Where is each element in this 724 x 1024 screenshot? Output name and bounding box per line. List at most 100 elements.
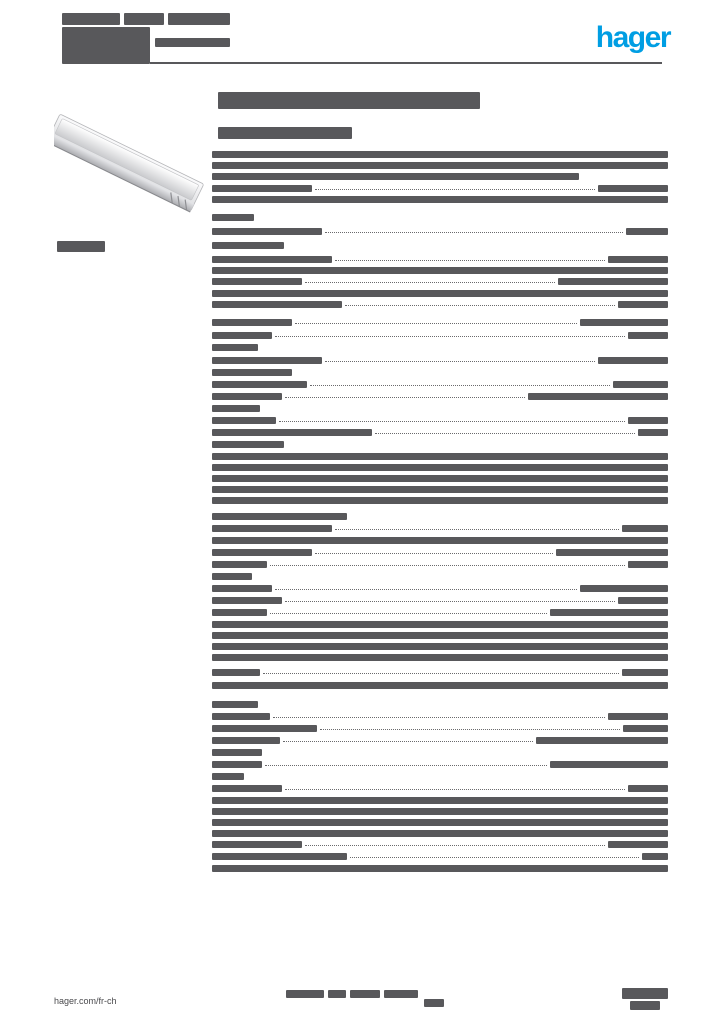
spec-value-redacted — [598, 357, 668, 364]
product-title-redacted — [218, 92, 480, 109]
spec-row — [212, 642, 668, 650]
spec-row — [212, 818, 668, 826]
spec-value-redacted — [628, 561, 668, 568]
dot-leader — [305, 844, 605, 846]
spec-row — [212, 796, 668, 804]
spec-label-redacted — [212, 830, 668, 837]
spec-row — [212, 560, 668, 568]
spec-label-redacted — [212, 344, 258, 351]
dot-leader — [335, 528, 619, 530]
website-link[interactable]: hager.com/fr-ch — [54, 996, 117, 1006]
spec-row — [212, 596, 668, 604]
spec-row — [212, 416, 668, 424]
spec-label-redacted — [212, 228, 322, 235]
dot-leader — [295, 322, 577, 324]
spec-row — [212, 772, 668, 780]
spec-row — [212, 368, 668, 376]
doc-heading-redacted — [124, 13, 164, 25]
doc-heading-redacted — [62, 13, 120, 25]
spec-row — [212, 524, 668, 532]
spec-row — [212, 227, 668, 235]
spec-value-redacted — [558, 278, 668, 285]
footer-page-info-redacted — [622, 988, 668, 999]
spec-value-redacted — [628, 417, 668, 424]
spec-value-redacted — [622, 669, 668, 676]
spec-row — [212, 150, 668, 158]
dot-leader — [315, 552, 553, 554]
spec-value-redacted — [622, 525, 668, 532]
spec-value-redacted — [598, 185, 668, 192]
spec-row — [212, 536, 668, 544]
footer-note-redacted — [286, 990, 324, 998]
dot-leader — [315, 188, 595, 190]
spec-row — [212, 852, 668, 860]
spec-label-redacted — [212, 196, 668, 203]
spec-row — [212, 195, 668, 203]
spec-row — [212, 277, 668, 285]
spec-row — [212, 392, 668, 400]
dot-leader — [285, 788, 625, 790]
dot-leader — [275, 335, 625, 337]
spec-label-redacted — [212, 725, 317, 732]
spec-row — [212, 864, 668, 872]
spec-row — [212, 213, 668, 221]
spec-label-redacted — [212, 464, 668, 471]
spec-label-redacted — [212, 278, 302, 285]
spec-row — [212, 241, 668, 249]
spec-row — [212, 584, 668, 592]
spec-label-redacted — [212, 301, 342, 308]
spec-row — [212, 736, 668, 744]
dot-leader — [335, 259, 605, 261]
spec-row — [212, 318, 668, 326]
spec-value-redacted — [528, 393, 668, 400]
spec-label-redacted — [212, 761, 262, 768]
spec-label-redacted — [212, 865, 668, 872]
dot-leader — [345, 304, 615, 306]
spec-label-redacted — [212, 537, 668, 544]
spec-label-redacted — [212, 267, 668, 274]
spec-value-redacted — [536, 737, 668, 744]
spec-label-redacted — [212, 332, 272, 339]
spec-row — [212, 807, 668, 815]
spec-row — [212, 331, 668, 339]
spec-value-redacted — [608, 713, 668, 720]
spec-label-redacted — [212, 808, 668, 815]
spec-row — [212, 428, 668, 436]
website-link-box: hager.com/fr-ch — [54, 988, 168, 1014]
spec-value-redacted — [628, 785, 668, 792]
spec-row — [212, 266, 668, 274]
spec-label-redacted — [212, 549, 312, 556]
spec-label-redacted — [212, 669, 260, 676]
dot-leader — [285, 396, 525, 398]
spec-value-redacted — [550, 609, 668, 616]
spec-label-redacted — [212, 797, 668, 804]
spec-row — [212, 255, 668, 263]
spec-row — [212, 608, 668, 616]
spec-row — [212, 681, 668, 689]
dot-leader — [273, 716, 605, 718]
spec-row — [212, 289, 668, 297]
spec-label-redacted — [212, 290, 668, 297]
spec-row — [212, 653, 668, 661]
spec-label-redacted — [212, 585, 272, 592]
spec-row — [212, 572, 668, 580]
spec-value-redacted — [580, 585, 668, 592]
header-block-redacted — [62, 27, 150, 64]
spec-label-redacted — [212, 417, 276, 424]
spec-value-redacted — [556, 549, 668, 556]
spec-label-redacted — [212, 151, 668, 158]
dot-leader — [270, 612, 547, 614]
spec-label-redacted — [212, 841, 302, 848]
dot-leader — [270, 564, 625, 566]
spec-row — [212, 356, 668, 364]
dot-leader — [263, 672, 619, 674]
spec-row — [212, 784, 668, 792]
spec-label-redacted — [212, 441, 284, 448]
spec-row — [212, 700, 668, 708]
spec-row — [212, 404, 668, 412]
footer-note-redacted — [384, 990, 418, 998]
spec-label-redacted — [212, 773, 244, 780]
spec-row — [212, 300, 668, 308]
spec-label-redacted — [212, 497, 668, 504]
header-line-redacted — [155, 38, 230, 47]
